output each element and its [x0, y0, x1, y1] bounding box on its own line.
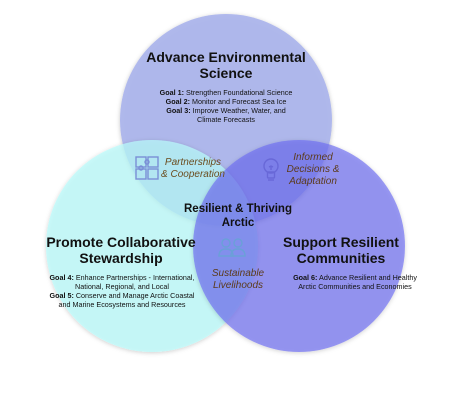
top-circle-title: Advance Environmental Science: [146, 49, 306, 81]
people-icon: [218, 238, 246, 257]
left-circle-goals: Goal 4: Enhance Partnerships - Internati…: [48, 273, 196, 309]
goal-4: Goal 4: Enhance Partnerships - Internati…: [49, 273, 195, 291]
circle-right: [193, 140, 405, 352]
goal-6: Goal 6: Advance Resilient and Healthy Ar…: [293, 273, 417, 291]
goal-2: Goal 2: Monitor and Forecast Sea Ice: [165, 97, 287, 106]
overlap-informed-decisions-label: Informed Decisions & Adaptation: [286, 152, 340, 187]
goal-3: Goal 3: Improve Weather, Water, and Clim…: [166, 106, 286, 124]
lightbulb-icon: [263, 158, 279, 181]
puzzle-icon: [135, 156, 159, 180]
overlap-partnerships-label: Partnerships & Cooperation: [161, 157, 225, 180]
goal-1: Goal 1: Strengthen Foundational Science: [159, 88, 293, 97]
top-circle-goals: Goal 1: Strengthen Foundational Science …: [156, 88, 296, 124]
right-circle-title: Support Resilient Communities: [283, 234, 399, 266]
right-circle-goals: Goal 6: Advance Resilient and Healthy Ar…: [290, 273, 420, 291]
overlap-sustainable-livelihoods-label: Sustainable Livelihoods: [211, 268, 265, 291]
center-title: Resilient & Thriving Arctic: [184, 203, 292, 229]
left-circle-title: Promote Collaborative Stewardship: [46, 234, 196, 266]
circle-left: [46, 140, 258, 352]
goal-5: Goal 5: Conserve and Manage Arctic Coast…: [49, 291, 195, 309]
